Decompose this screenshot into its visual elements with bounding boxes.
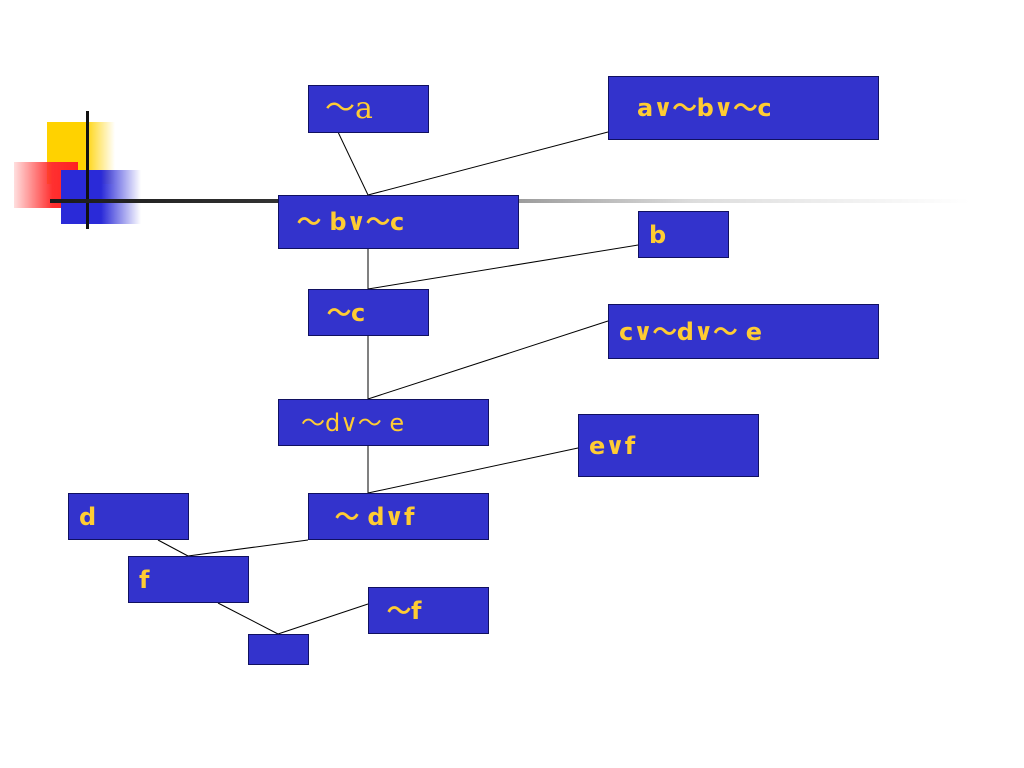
decorative-vertical-line — [86, 111, 89, 229]
node-not-d-or-f: ～ d∨f — [308, 493, 489, 540]
node-not-b-or-not-c: ～ b∨～c — [278, 195, 519, 249]
node-d: d — [68, 493, 189, 540]
edge-not-d-or-f-to-f — [187, 539, 309, 557]
node-not-a: ～a — [308, 85, 429, 133]
node-c-or-not-d-or-not-e: c∨～d∨～ e — [608, 304, 879, 359]
edge-d-to-f — [157, 539, 189, 557]
decorative-blue-square — [61, 170, 141, 224]
node-not-f: ～f — [368, 587, 489, 634]
node-e-or-f: e∨f — [578, 414, 759, 477]
edge-b-to-not-c — [367, 244, 639, 290]
node-empty-clause — [248, 634, 309, 665]
edge-not-a-to-not-b-or-not-c — [337, 131, 369, 196]
edge-f-to-empty — [217, 602, 279, 635]
edge-e-or-f-to-not-d-or-f — [367, 447, 579, 494]
edge-not-f-to-empty — [277, 603, 369, 635]
node-not-c: ～c — [308, 289, 429, 336]
edge-a-or-not-b-or-not-c-to-not-b-or-not-c — [367, 131, 609, 196]
node-b: b — [638, 211, 729, 258]
node-not-d-or-not-e: ～d∨～ e — [278, 399, 489, 446]
node-a-or-not-b-or-not-c: a∨～b∨～c — [608, 76, 879, 140]
node-f: f — [128, 556, 249, 603]
